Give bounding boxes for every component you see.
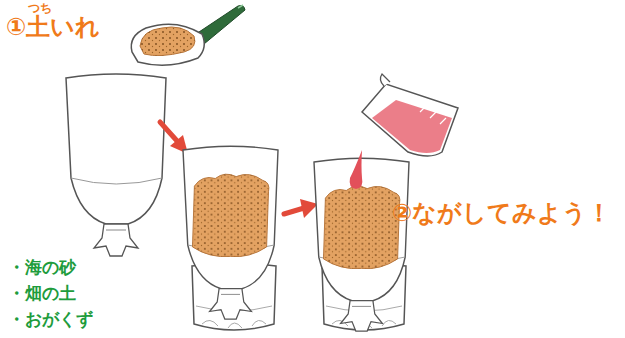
material-item: ・畑の土 — [8, 284, 76, 303]
step-label: ②ながしてみよう！ — [392, 200, 611, 226]
material-item: ・海の砂 — [8, 258, 76, 277]
material-item: ・おがくず — [8, 310, 93, 329]
step-label: ①土いれ — [6, 14, 100, 40]
